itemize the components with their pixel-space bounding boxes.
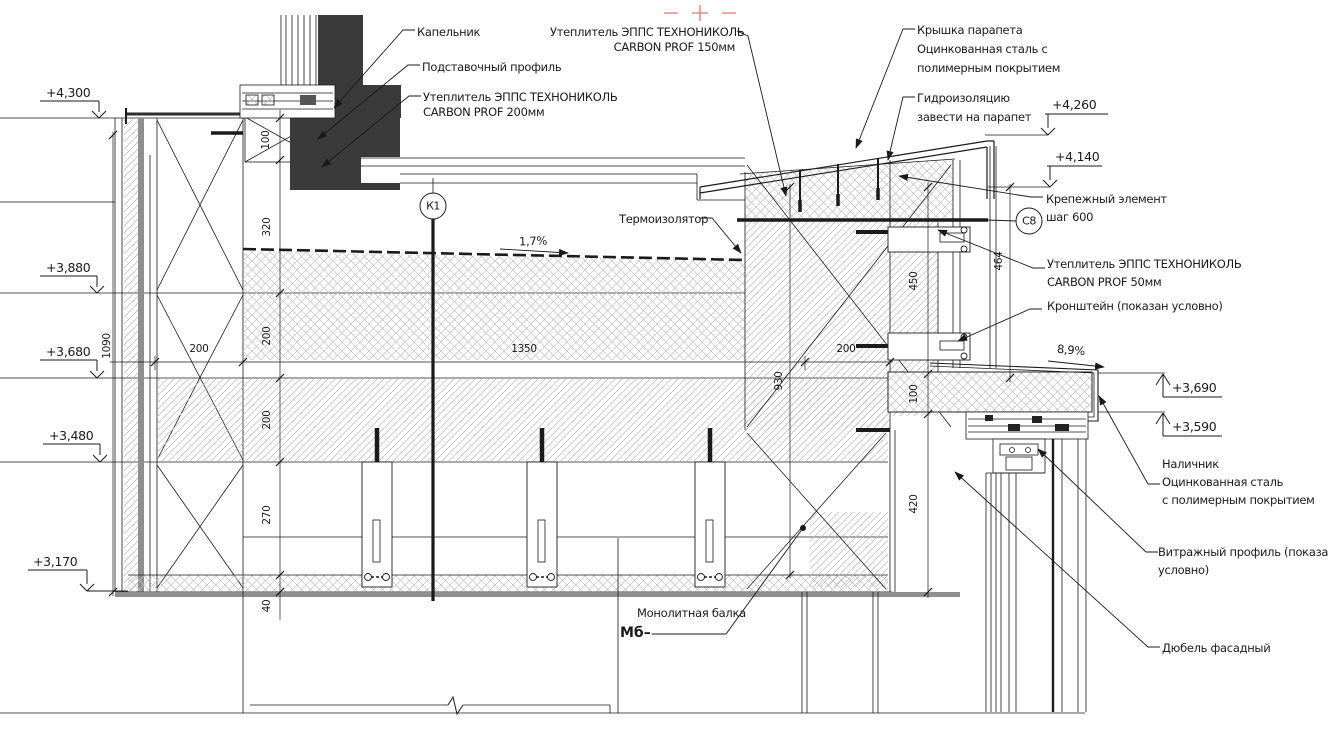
dim-464: 464 xyxy=(993,251,1005,271)
elevation-3680: +3,680 xyxy=(46,344,91,359)
facade-brackets xyxy=(856,226,971,432)
axis-bubble-c8: С8 xyxy=(1015,207,1043,235)
elevation-3170: +3,170 xyxy=(33,554,78,569)
slope-sill: 8,9% xyxy=(1056,341,1086,359)
registration-cross xyxy=(664,5,736,21)
dim-100-top: 100 xyxy=(260,130,272,150)
label-uteplitel-50-line2: CARBON PROF 50мм xyxy=(1047,275,1162,289)
dim-420: 420 xyxy=(908,494,920,514)
elevation-mark-symbols xyxy=(28,100,1222,592)
floor-assembly xyxy=(115,247,960,597)
elevation-3690: +3,690 xyxy=(1172,380,1217,395)
dim-320: 320 xyxy=(261,217,273,237)
label-vitrazhny-profil-line2: условно) xyxy=(1158,563,1209,577)
elevation-4140: +4,140 xyxy=(1055,149,1100,164)
label-termoizolyator: Термоизолятор xyxy=(619,212,709,226)
dim-200-lower: 200 xyxy=(261,410,273,430)
label-vitrazhny-profil-line1: Витражный профиль (показан xyxy=(1158,545,1328,559)
label-gidroizolyaciya-line1: Гидроизоляцию xyxy=(917,91,1010,105)
label-uteplitel-150-line2: CARBON PROF 150мм xyxy=(613,40,736,54)
dim-930: 930 xyxy=(773,371,785,391)
elevation-3590: +3,590 xyxy=(1172,419,1217,434)
dim-100-right: 100 xyxy=(908,384,920,404)
window-right-node xyxy=(887,362,1099,712)
dim-40: 40 xyxy=(261,599,273,613)
axis-bubble-k1: К1 xyxy=(419,192,447,220)
label-monolitnaya-balka: Монолитная балка xyxy=(637,606,746,620)
elevation-3880: +3,880 xyxy=(46,260,91,275)
label-dyubel-fasadny: Дюбель фасадный xyxy=(1162,641,1271,655)
elevation-4300: +4,300 xyxy=(46,85,91,100)
dim-450: 450 xyxy=(908,271,920,291)
window-top-node xyxy=(239,15,745,190)
elevation-3480: +3,480 xyxy=(49,428,94,443)
label-krepezhny-element-line1: Крепежный элемент xyxy=(1046,192,1167,206)
leader-lines xyxy=(317,28,1160,648)
elevation-4260: +4,260 xyxy=(1052,97,1097,112)
label-kronshtein: Кронштейн (показан условно) xyxy=(1047,299,1223,313)
label-uteplitel-50-line1: Утеплитель ЭППС ТЕХНОНИКОЛЬ xyxy=(1047,257,1242,271)
label-kryshka-parapeta-line3: полимерным покрытием xyxy=(917,61,1061,75)
label-podstavochny-profil: Подставочный профиль xyxy=(422,60,562,74)
label-uteplitel-200-line1: Утеплитель ЭППС ТЕХНОНИКОЛЬ xyxy=(423,90,618,104)
label-kryshka-parapeta-line1: Крышка парапета xyxy=(917,23,1023,37)
label-krepezhny-element-line2: шаг 600 xyxy=(1046,210,1094,224)
label-nalichnik-line1: Наличник xyxy=(1162,457,1219,471)
label-kryshka-parapeta-line2: Оцинкованная сталь с xyxy=(917,42,1048,56)
label-nalichnik-line3: с полимерным покрытием xyxy=(1162,493,1315,507)
parapet xyxy=(696,140,997,592)
label-gidroizolyaciya-line2: завести на парапет xyxy=(917,110,1032,124)
slab-anchors xyxy=(361,428,726,588)
dim-200-horizontal-left: 200 xyxy=(189,343,209,355)
label-kapelnik: Капельник xyxy=(417,25,481,39)
label-nalichnik-line2: Оцинкованная сталь xyxy=(1162,475,1284,489)
slope-roof: 1,7% xyxy=(518,233,548,249)
dim-1350: 1350 xyxy=(511,343,537,355)
dim-1090: 1090 xyxy=(101,333,113,359)
label-mb-mark: Мб– xyxy=(620,625,651,641)
dim-270: 270 xyxy=(261,505,273,525)
structure-below xyxy=(0,538,1085,716)
label-uteplitel-150-line1: Утеплитель ЭППС ТЕХНОНИКОЛЬ xyxy=(550,25,745,39)
dim-200-upper: 200 xyxy=(261,326,273,346)
label-uteplitel-200-line2: CARBON PROF 200мм xyxy=(423,105,545,119)
dim-200-horizontal-right: 200 xyxy=(836,343,856,355)
dimension-lines xyxy=(108,110,1015,620)
